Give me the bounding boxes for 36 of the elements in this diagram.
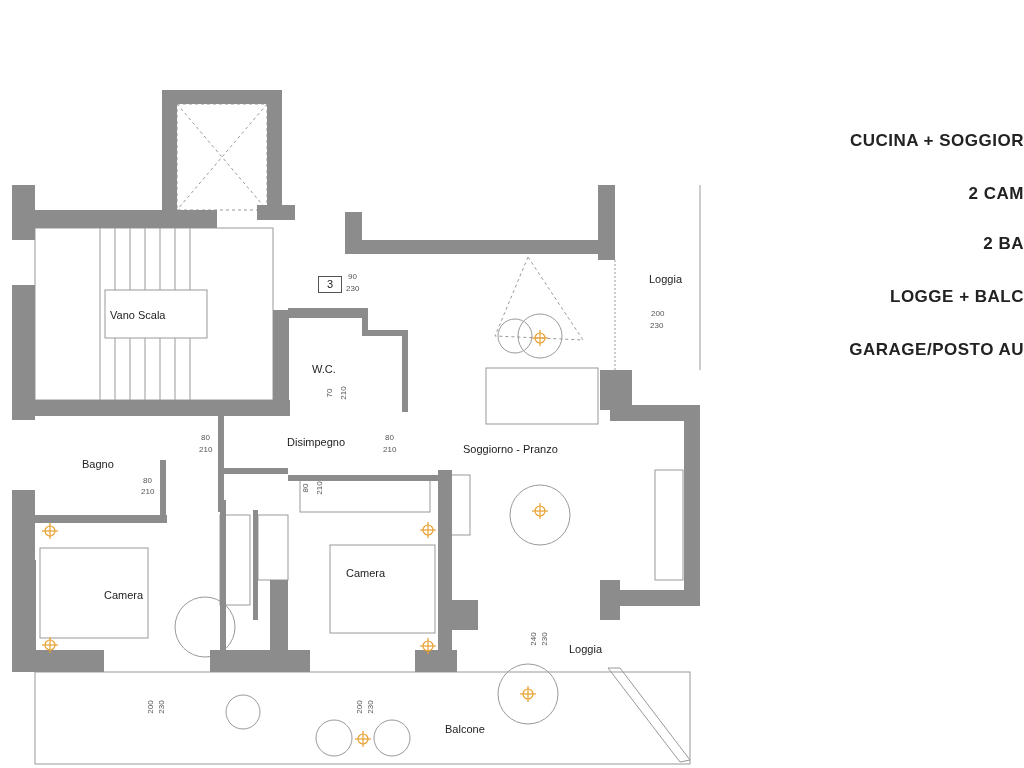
dimension-label: 200 <box>355 700 364 714</box>
dimension-label: 230 <box>157 700 166 714</box>
room-label: Camera <box>346 568 386 579</box>
room-label: Camera <box>104 590 144 601</box>
dimension-label: 70 <box>326 388 335 398</box>
dimension-label: 200 <box>651 310 665 318</box>
dimension-label: 200 <box>146 700 155 714</box>
dimension-label: 210 <box>315 481 324 495</box>
dimension-label: 90 <box>348 273 357 281</box>
feature-list-item: 2 CAM <box>968 185 1024 202</box>
dimension-label: 210 <box>141 488 155 496</box>
dimension-label: 210 <box>383 446 397 454</box>
feature-list-item: 2 BA <box>983 235 1024 252</box>
room-label: Bagno <box>82 459 114 470</box>
dimension-label: 230 <box>346 285 360 293</box>
dimension-label: 80 <box>385 434 394 442</box>
dimension-label: 80 <box>143 477 152 485</box>
room-label: Soggiorno - Pranzo <box>463 444 558 455</box>
room-number: 3 <box>318 276 343 293</box>
dimension-label: 240 <box>529 632 538 646</box>
room-label: Balcone <box>445 724 485 735</box>
dimension-label: 230 <box>540 632 549 646</box>
dimension-label: 80 <box>201 434 210 442</box>
feature-list-item: CUCINA + SOGGIOR <box>849 132 1024 149</box>
dimension-label: 210 <box>199 446 213 454</box>
dimension-label: 80 <box>302 483 311 493</box>
feature-list-item: GARAGE/POSTO AU <box>849 341 1024 358</box>
room-label: W.C. <box>312 364 336 375</box>
dimension-label: 230 <box>366 700 375 714</box>
dimension-label: 210 <box>339 386 348 400</box>
dimension-label: 230 <box>650 322 664 330</box>
room-label: Loggia <box>569 644 603 655</box>
room-label: Loggia <box>649 274 683 285</box>
room-label: Disimpegno <box>287 437 346 448</box>
feature-list-item: LOGGE + BALC <box>890 288 1024 305</box>
room-label: Vano Scala <box>110 310 166 321</box>
